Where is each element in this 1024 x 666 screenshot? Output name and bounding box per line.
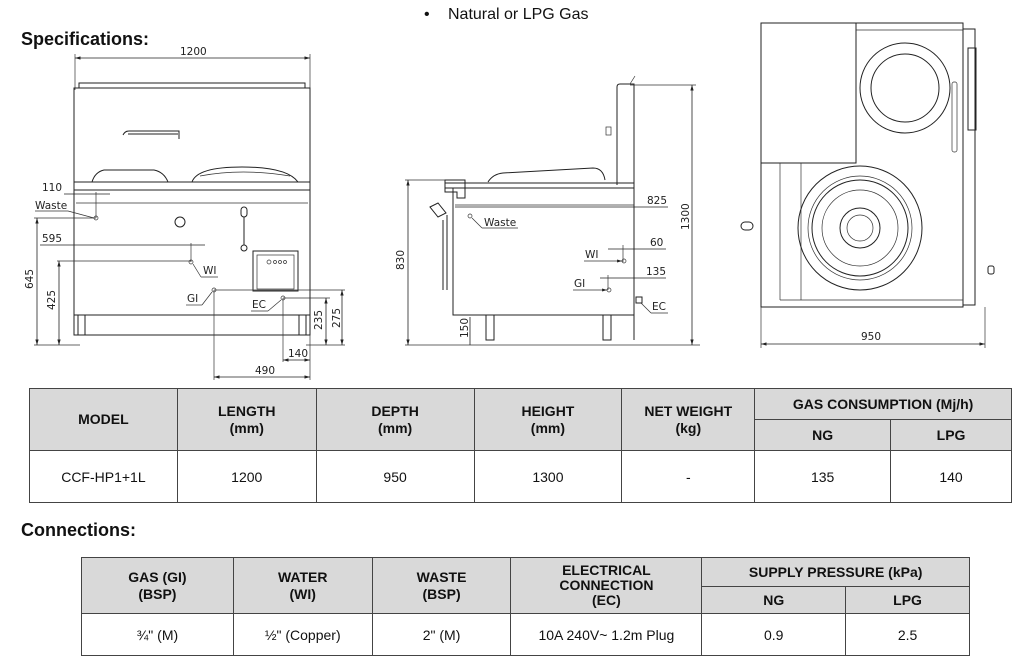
control-box	[252, 250, 299, 292]
connections-heading: Connections:	[21, 520, 136, 540]
side-view-drawing: Waste 825 60 WI 135 GI EC 830 150 1300	[395, 75, 700, 346]
control-knob-icon	[174, 216, 186, 228]
dim-490-label: 490	[255, 365, 275, 377]
dim-1300-label: 1300	[680, 203, 692, 230]
header-pressure-lpg: LPG	[845, 586, 970, 614]
waste-label-side: Waste	[484, 217, 516, 229]
feature-text: Natural or LPG Gas	[448, 6, 589, 23]
side-knob-icon	[740, 221, 754, 231]
ec-label-side: EC	[652, 301, 666, 313]
dim-275-label: 275	[331, 308, 343, 328]
cell-depth: 950	[315, 450, 475, 503]
header-length: LENGTH(mm)	[176, 388, 317, 451]
width-dimension-label: 1200	[180, 46, 207, 58]
technical-drawings: 1200 110 Waste	[24, 22, 995, 380]
header-water: WATER(WI)	[232, 557, 373, 614]
connections-table: GAS (GI)(BSP) WATER(WI) WASTE(BSP) ELECT…	[81, 557, 970, 656]
header-supply-pressure: SUPPLY PRESSURE (kPa)	[701, 557, 970, 587]
header-gas-consumption: GAS CONSUMPTION (Mj/h)	[754, 388, 1012, 420]
table-row: ¾" (M) ½" (Copper) 2" (M) 10A 240V~ 1.2m…	[81, 613, 970, 656]
bullet-icon: •	[424, 6, 430, 23]
wok-right-icon	[191, 166, 299, 183]
wok-left-icon	[91, 169, 169, 183]
ec-plug-icon	[635, 296, 643, 304]
header-net-weight: NET WEIGHT(kg)	[621, 388, 756, 451]
wok-burner-icon	[797, 165, 923, 291]
dim-110-label: 110	[42, 182, 62, 194]
dim-60-label: 60	[650, 237, 663, 249]
gi-label-side: GI	[574, 278, 585, 290]
header-gas-ng: NG	[754, 419, 892, 451]
cell-pressure-ng: 0.9	[701, 613, 847, 656]
cell-model: CCF-HP1+1L	[29, 450, 178, 503]
cell-height: 1300	[473, 450, 623, 503]
ec-label-front: EC	[252, 299, 266, 311]
top-view-drawing: 950	[740, 22, 995, 348]
dim-150-label: 150	[459, 318, 471, 338]
table-row: CCF-HP1+1L 1200 950 1300 - 135 140	[29, 450, 1012, 503]
header-waste: WASTE(BSP)	[371, 557, 512, 614]
header-model: MODEL	[29, 388, 178, 451]
specifications-table: MODEL LENGTH(mm) DEPTH(mm) HEIGHT(mm) NE…	[29, 388, 1012, 503]
cell-waste: 2" (M)	[371, 613, 512, 656]
cell-gas-ng: 135	[754, 450, 892, 503]
dim-595-label: 595	[42, 233, 62, 245]
waste-label-front: Waste	[35, 200, 67, 212]
front-view-drawing: 1200 110 Waste	[24, 46, 345, 380]
rinse-bowl-icon	[859, 42, 951, 134]
cell-length: 1200	[176, 450, 317, 503]
header-pressure-ng: NG	[701, 586, 847, 614]
specifications-heading: Specifications:	[21, 29, 150, 49]
gas-valve-icon	[429, 202, 447, 218]
cell-net-weight: -	[621, 450, 756, 503]
cell-gas-lpg: 140	[890, 450, 1012, 503]
dim-425-label: 425	[46, 290, 58, 310]
cell-water: ½" (Copper)	[232, 613, 373, 656]
gi-label-front: GI	[187, 293, 198, 305]
header-depth: DEPTH(mm)	[315, 388, 475, 451]
dim-825-label: 825	[647, 195, 667, 207]
wi-label-side: WI	[585, 249, 598, 261]
dim-645-label: 645	[24, 269, 36, 289]
feature-bullet: • Natural or LPG Gas	[424, 6, 589, 24]
water-tap-icon	[122, 130, 180, 139]
cell-gas: ¾" (M)	[81, 613, 234, 656]
dim-140-label: 140	[288, 348, 308, 360]
header-gas: GAS (GI)(BSP)	[81, 557, 234, 614]
dim-135-label: 135	[646, 266, 666, 278]
cell-electrical: 10A 240V~ 1.2m Plug	[510, 613, 703, 656]
header-gas-lpg: LPG	[890, 419, 1012, 451]
wi-label-front: WI	[203, 265, 216, 277]
dim-950-label: 950	[861, 331, 881, 343]
cell-pressure-lpg: 2.5	[845, 613, 970, 656]
dim-830-label: 830	[395, 250, 407, 270]
header-height: HEIGHT(mm)	[473, 388, 623, 451]
dim-235-label: 235	[313, 310, 325, 330]
